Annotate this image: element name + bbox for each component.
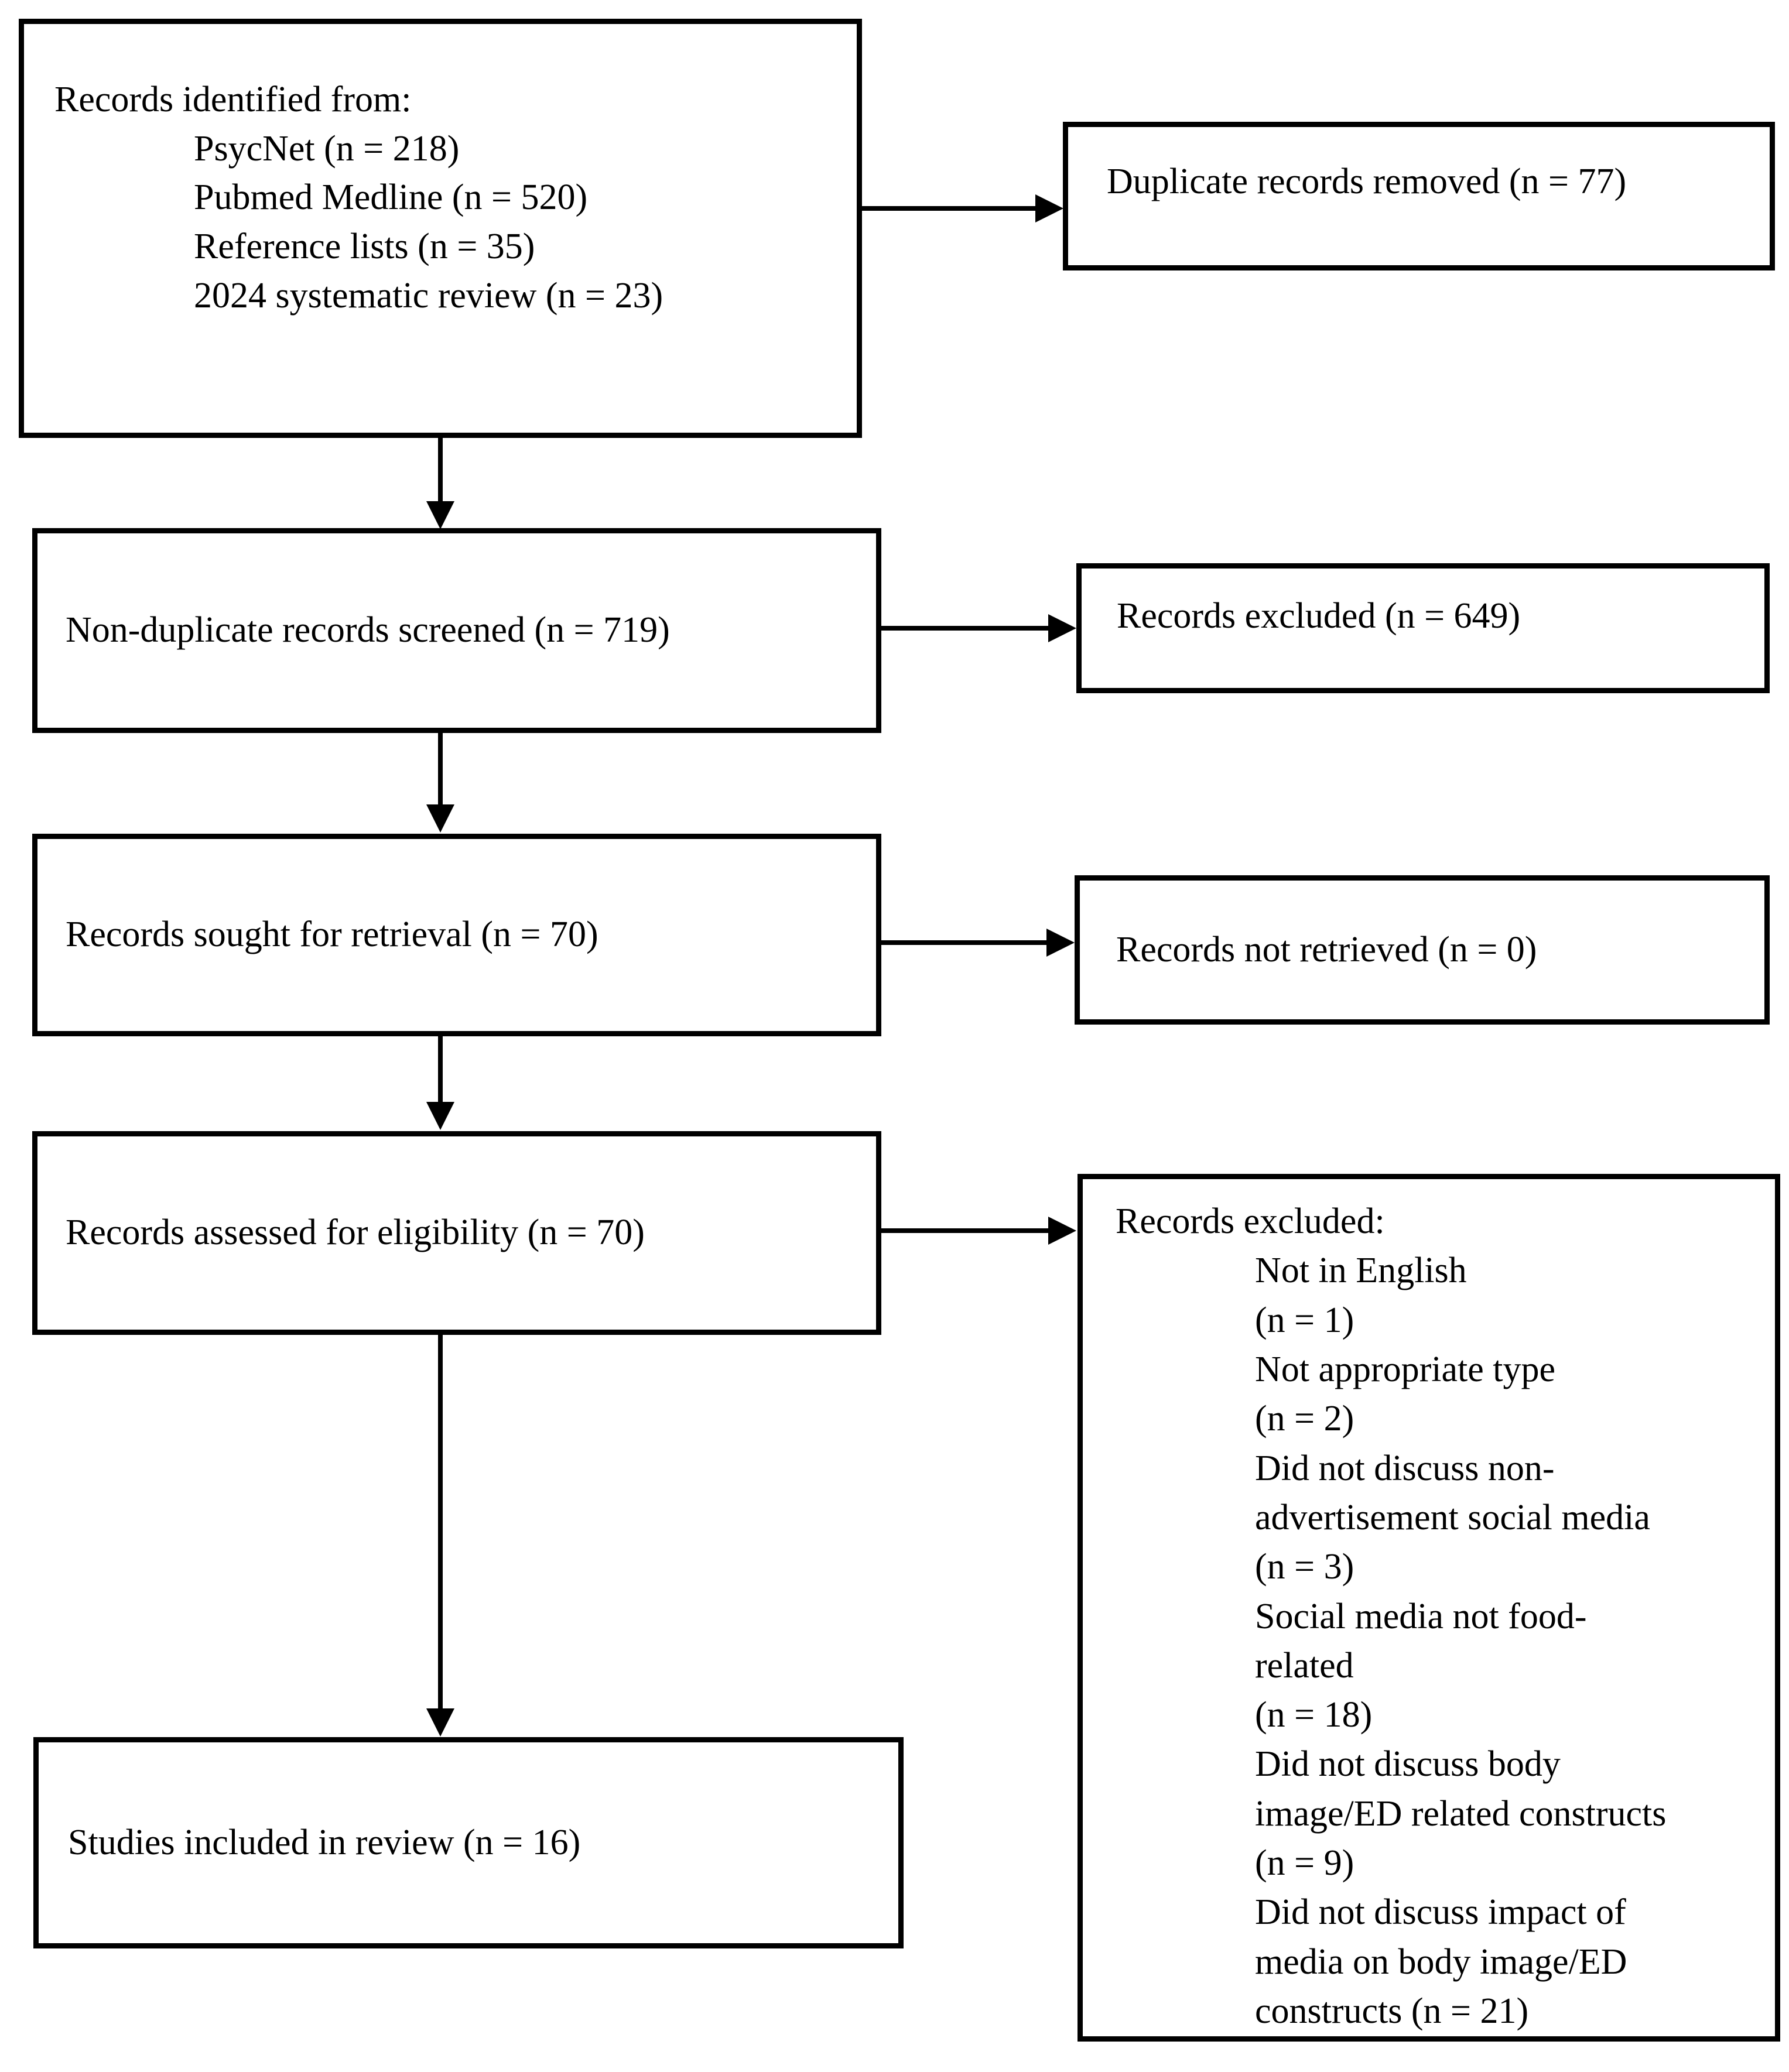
box-records-identified: Records identified from: PsycNet (n = 21… [19,19,862,438]
arrow-screened-to-excluded-head [1048,614,1076,642]
arrow-sought-to-not-retrieved-head [1046,929,1075,957]
source-reference-lists: Reference lists (n = 35) [194,227,535,267]
records-sought-label: Records sought for retrieval (n = 70) [66,915,598,955]
source-pubmed-medline: Pubmed Medline (n = 520) [194,177,588,218]
records-identified-sources: PsycNet (n = 218) Pubmed Medline (n = 52… [194,125,833,321]
reason-no-body-image-constructs: Did not discuss body image/ED related co… [1255,1744,1667,1883]
box-records-not-retrieved: Records not retrieved (n = 0) [1075,875,1770,1025]
exclusion-reasons-list: Not in English (n = 1) Not appropriate t… [1255,1246,1757,2036]
studies-included-label: Studies included in review (n = 16) [68,1822,581,1862]
exclusion-reasons-title: Records excluded: [1116,1201,1385,1241]
box-records-excluded: Records excluded (n = 649) [1076,563,1770,693]
arrow-screened-to-sought-shaft [438,733,443,807]
reason-not-in-english: Not in English (n = 1) [1255,1251,1467,1340]
box-exclusion-reasons: Records excluded: Not in English (n = 1)… [1077,1174,1780,2042]
records-excluded-label: Records excluded (n = 649) [1117,596,1521,636]
arrow-assessed-to-exclusions-head [1048,1217,1076,1245]
arrow-assessed-to-included-head [426,1708,454,1737]
box-studies-included: Studies included in review (n = 16) [33,1737,904,1948]
source-systematic-review: 2024 systematic review (n = 23) [194,275,663,316]
arrow-assessed-to-included-shaft [438,1335,443,1711]
arrow-sought-to-assessed-shaft [438,1036,443,1104]
arrow-identified-to-duplicates-shaft [862,206,1038,211]
reason-not-food-related: Social media not food- related (n = 18) [1255,1596,1587,1735]
reason-no-media-impact: Did not discuss impact of media on body … [1255,1892,1627,2031]
records-identified-title: Records identified from: [54,80,412,119]
box-duplicates-removed: Duplicate records removed (n = 77) [1063,122,1775,270]
box-records-assessed: Records assessed for eligibility (n = 70… [32,1131,881,1335]
records-assessed-label: Records assessed for eligibility (n = 70… [66,1213,645,1253]
arrow-assessed-to-exclusions-shaft [881,1228,1050,1233]
records-screened-label: Non-duplicate records screened (n = 719) [66,610,670,650]
arrow-sought-to-not-retrieved-shaft [881,940,1048,945]
reason-not-appropriate-type: Not appropriate type (n = 2) [1255,1349,1556,1439]
reason-non-advertisement: Did not discuss non- advertisement socia… [1255,1448,1650,1587]
box-records-screened: Non-duplicate records screened (n = 719) [32,528,881,733]
arrow-identified-to-screened-head [426,501,454,529]
arrow-sought-to-assessed-head [426,1102,454,1130]
arrow-identified-to-duplicates-head [1035,194,1063,222]
arrow-identified-to-screened-shaft [438,438,443,504]
records-not-retrieved-label: Records not retrieved (n = 0) [1116,929,1537,970]
duplicates-removed-label: Duplicate records removed (n = 77) [1107,162,1627,201]
arrow-screened-to-excluded-shaft [881,626,1050,631]
arrow-screened-to-sought-head [426,804,454,833]
source-psycnet: PsycNet (n = 218) [194,128,460,169]
box-records-sought: Records sought for retrieval (n = 70) [32,834,881,1036]
